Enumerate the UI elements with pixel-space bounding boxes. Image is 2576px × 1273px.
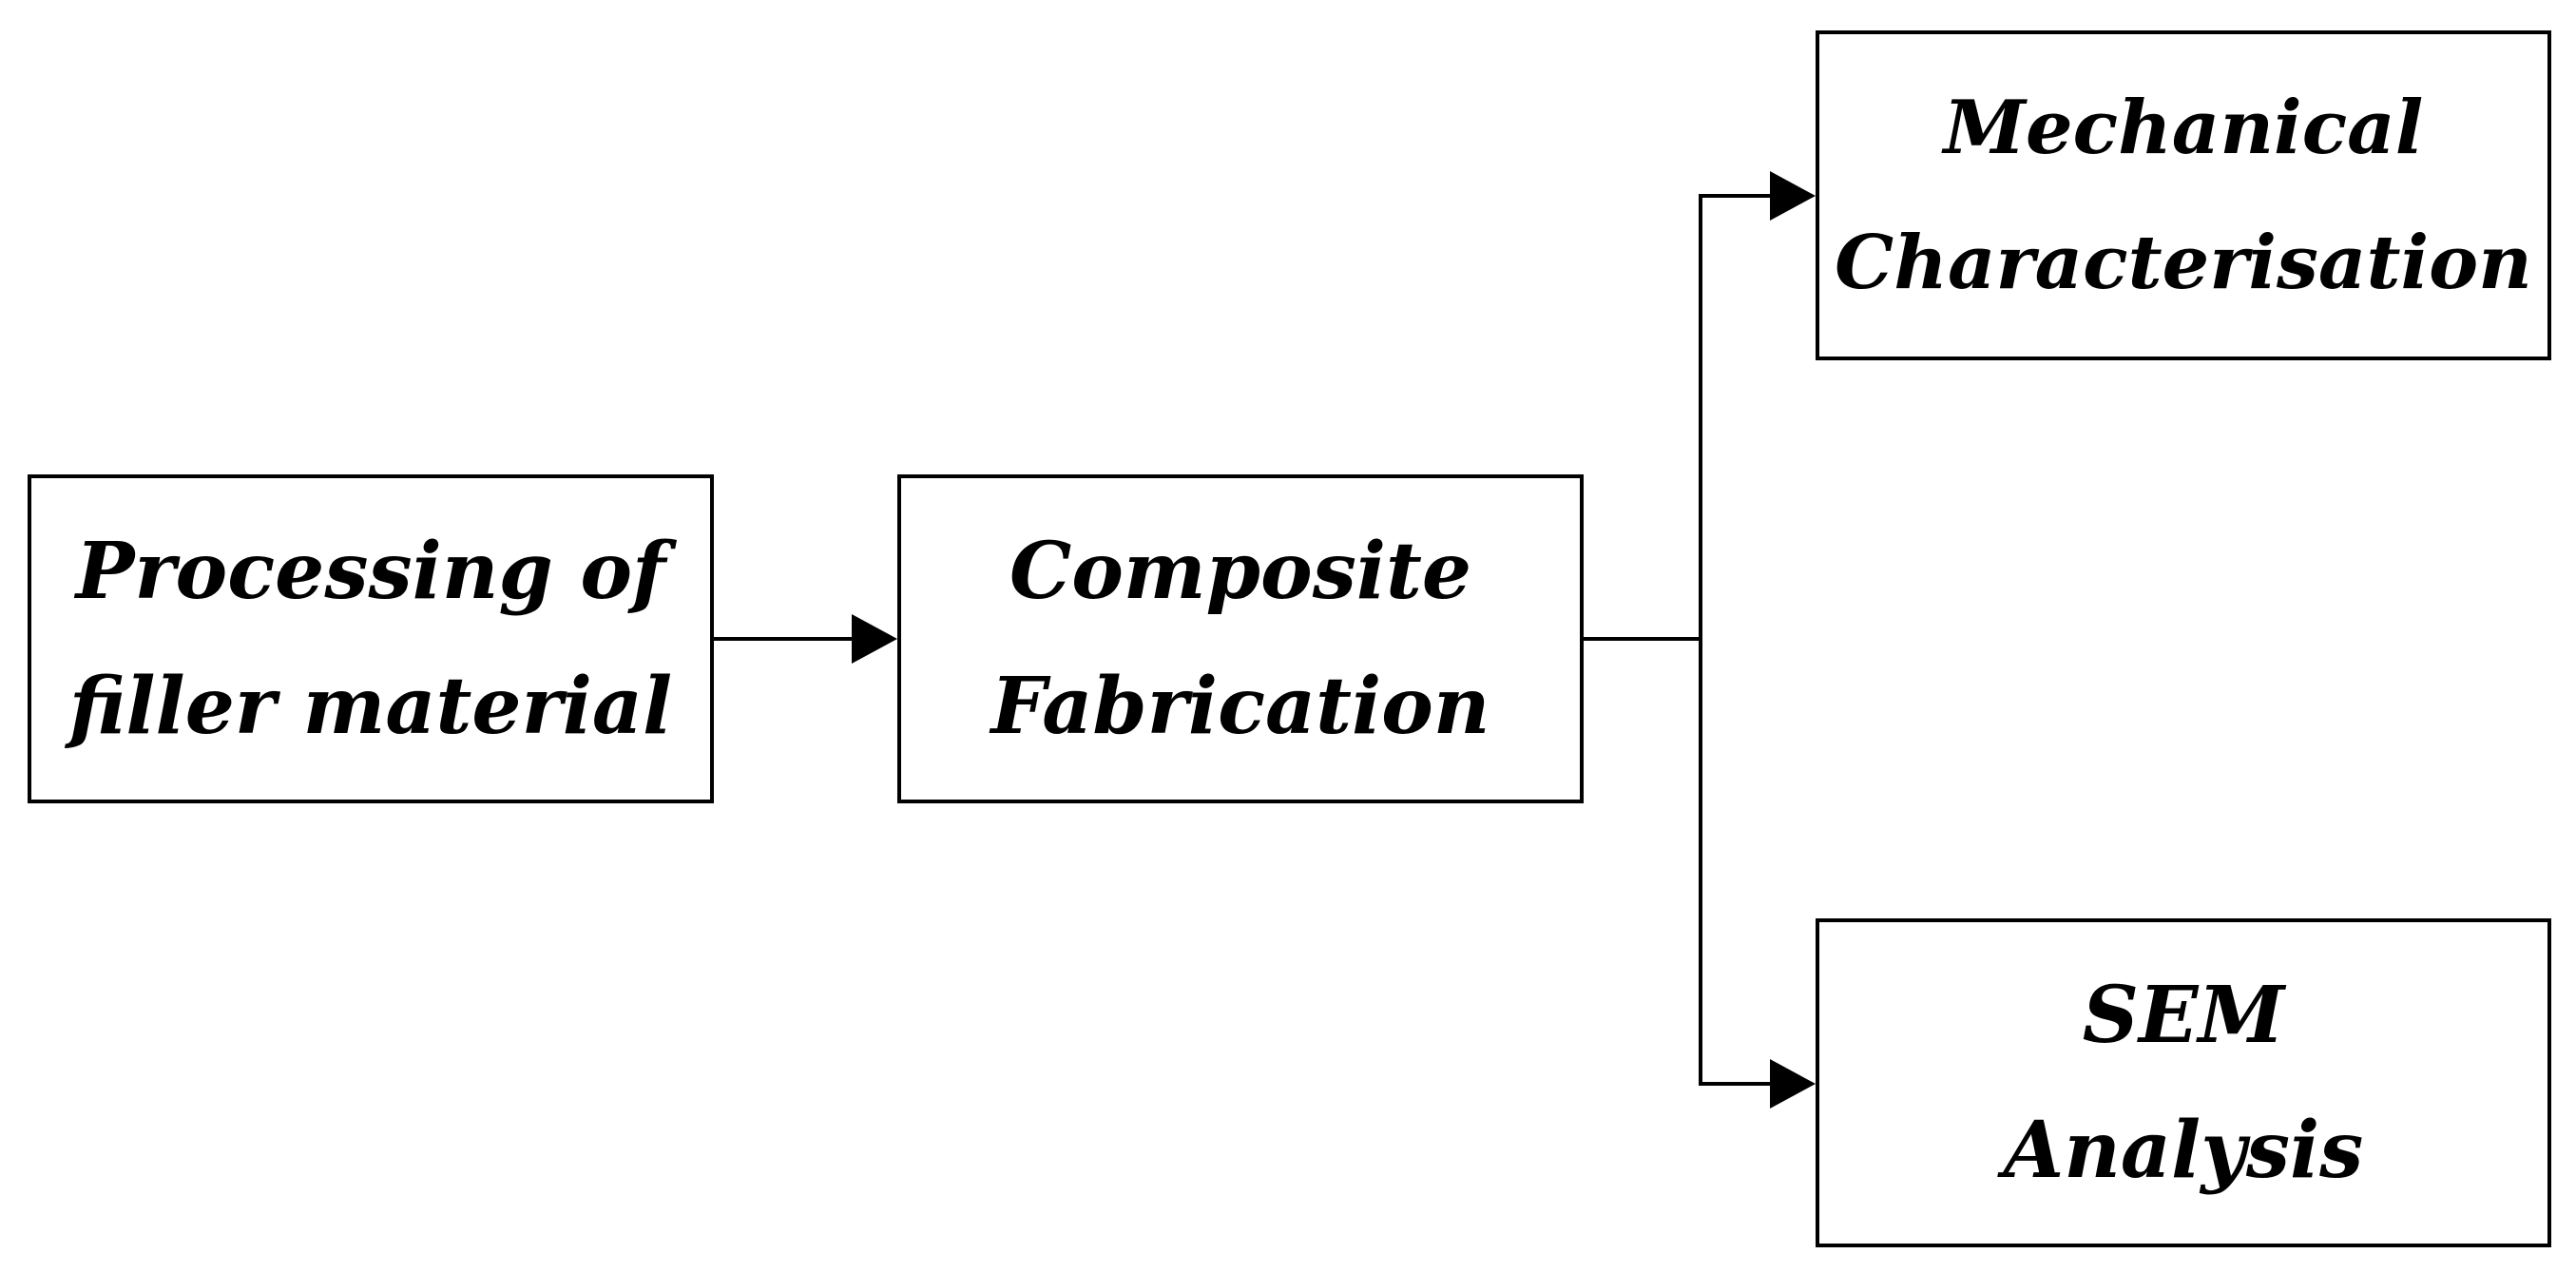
- node-label-line: SEM: [2082, 970, 2285, 1061]
- arrowhead-mechanical: [1770, 171, 1816, 221]
- node-label-line: Processing of: [75, 526, 666, 617]
- node-label-line: Analysis: [2003, 1105, 2364, 1196]
- node-mechanical-characterisation: Mechanical Characterisation: [1816, 30, 2551, 360]
- node-label-line: Mechanical: [1943, 84, 2424, 171]
- node-label-line: Fabrication: [990, 661, 1490, 752]
- node-label-line: Characterisation: [1835, 219, 2532, 306]
- arrowhead-composite: [852, 614, 897, 664]
- node-sem-analysis: SEM Analysis: [1816, 918, 2551, 1247]
- node-composite-fabrication: Composite Fabrication: [897, 474, 1584, 803]
- node-processing-filler-material: Processing of filler material: [28, 474, 714, 803]
- node-label-line: filler material: [68, 661, 673, 752]
- node-label-line: Composite: [1009, 526, 1472, 617]
- arrowhead-sem: [1770, 1059, 1816, 1109]
